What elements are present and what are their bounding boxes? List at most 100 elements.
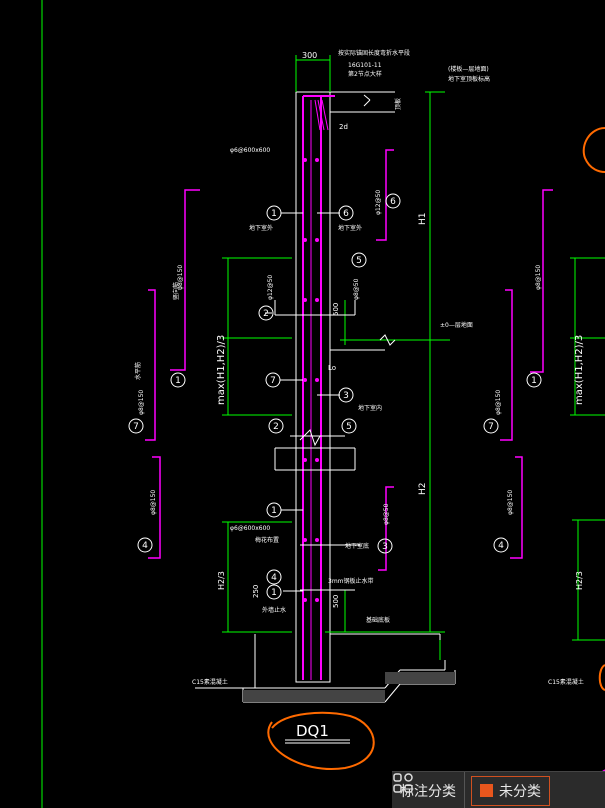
callout-4c xyxy=(493,537,509,553)
callout-3b-text: 3 xyxy=(382,542,388,552)
callout-4a-text: 4 xyxy=(142,541,148,551)
callout-4b xyxy=(266,569,282,585)
rebar-r12d: φ8@50 xyxy=(383,503,390,525)
dim-250: 250 xyxy=(252,585,260,598)
rebar-right-bot: φ8@150 xyxy=(507,490,514,515)
wall-section xyxy=(295,91,395,683)
foundation-label: 基础底板 xyxy=(366,616,390,624)
tie-top: φ6@600x600 xyxy=(230,147,270,154)
dq1-label: DQ1 xyxy=(296,722,329,740)
top-right-note: (楼板—层地面) xyxy=(448,65,489,73)
classify-button[interactable]: 标注分类 xyxy=(392,772,465,808)
dim-h2-3: H2/3 xyxy=(217,571,226,590)
callout-1e-text: 1 xyxy=(531,376,537,386)
dq1-circle-highlight xyxy=(267,711,375,771)
tie-bottom-label: 梅花布置 xyxy=(255,536,279,544)
callout-1d-text: 1 xyxy=(271,588,277,598)
break-symbol xyxy=(379,334,396,346)
callout-2a-text: 2 xyxy=(263,309,269,319)
c15-hatch xyxy=(243,690,385,702)
dim-300: 300 xyxy=(302,51,317,60)
dim-500: 500 xyxy=(332,303,340,316)
rebar-right-mid: φ8@150 xyxy=(495,390,502,415)
callout-7a-text: 7 xyxy=(270,376,276,386)
callout-6a xyxy=(338,205,354,221)
slab-label: 顶板 xyxy=(394,98,402,110)
grid-icon xyxy=(393,773,413,793)
callout-6b xyxy=(385,193,401,209)
category-swatch xyxy=(480,784,493,797)
rebar-left-bot: φ8@150 xyxy=(150,490,157,515)
callout-7c xyxy=(483,418,499,434)
callout-7a xyxy=(265,372,281,388)
break-symbol-2 xyxy=(299,429,321,447)
callout-7b-text: 7 xyxy=(133,422,139,432)
rebar-r12b: φ12@50 xyxy=(267,275,274,300)
rebar-left-mid: φ8@150 xyxy=(138,390,145,415)
basement-floor-label: 地下室底 xyxy=(345,542,369,550)
top-note: 按实际锚固长度弯折水平段 xyxy=(338,49,410,57)
callout-2b-text: 2 xyxy=(273,422,279,432)
callout-3b xyxy=(377,538,393,554)
rebar-lines xyxy=(302,95,335,680)
water-label: 外墙止水 xyxy=(262,606,286,614)
dim-h2-3-right: H2/3 xyxy=(575,571,584,590)
unclassified-label: 未分类 xyxy=(499,783,541,800)
classify-label: 标注分类 xyxy=(400,783,456,800)
tie-bottom: φ6@600x600 xyxy=(230,525,270,532)
basement-in-label: 地下室内 xyxy=(358,404,382,412)
rebar-brackets xyxy=(145,149,553,571)
ground-label: ±0—层地面 xyxy=(440,321,473,329)
c15-hatch-right xyxy=(385,672,455,684)
callout-1c xyxy=(266,502,282,518)
callout-5b-text: 5 xyxy=(346,422,352,432)
callout-4c-text: 4 xyxy=(498,541,504,551)
rebar-left-top: φ8@150 xyxy=(177,265,184,290)
rebar-dots xyxy=(303,158,319,602)
callout-2b xyxy=(268,418,284,434)
top-right-note2: 地下室顶板标高 xyxy=(448,75,490,83)
rebar-r12c: φ8@50 xyxy=(353,278,360,300)
atlas-node: 第2节点大样 xyxy=(348,70,382,78)
callout-1b xyxy=(170,372,186,388)
leader-lines xyxy=(265,212,340,592)
unclassified-button[interactable]: 未分类 xyxy=(471,775,550,806)
callout-4a xyxy=(137,537,153,553)
dim-h1: H1 xyxy=(418,213,428,226)
vert-label: 竖向筋 xyxy=(172,282,180,300)
c15-label: C15素混凝土 xyxy=(192,678,228,686)
callout-5a xyxy=(351,252,367,268)
callout-3a-text: 3 xyxy=(343,391,349,401)
waterproof-label: 3mm钢板止水带 xyxy=(328,577,374,585)
callout-1d xyxy=(266,584,282,600)
callout-7c-text: 7 xyxy=(488,422,494,432)
callout-1a-text: 1 xyxy=(271,209,277,219)
dim-lo: Lo xyxy=(328,364,336,372)
callout-6b-text: 6 xyxy=(390,197,396,207)
callout-1c-text: 1 xyxy=(271,506,277,516)
callout-1a xyxy=(266,205,282,221)
rebar-right-top: φ8@150 xyxy=(535,265,542,290)
callout-circles xyxy=(128,193,542,600)
rebar-r12: φ12@50 xyxy=(375,190,382,215)
annotation-toolbar: 标注分类 未分类 xyxy=(392,771,605,808)
c15-right-label: C15素混凝土 xyxy=(548,678,584,686)
basement-top-label: 地下室外 xyxy=(338,224,362,232)
horiz-label: 水平筋 xyxy=(134,362,142,380)
highlight-marks xyxy=(267,127,605,771)
dim-max-right: max(H1,H2)/3 xyxy=(574,335,585,405)
callout-1e xyxy=(526,372,542,388)
callout-2a xyxy=(258,305,274,321)
right-edge-highlight xyxy=(582,127,605,173)
dim-500b: 500 xyxy=(332,595,340,608)
callout-3a xyxy=(338,387,354,403)
callout-1b-text: 1 xyxy=(175,376,181,386)
detail-lines xyxy=(195,94,456,703)
atlas-ref: 16G101-11 xyxy=(348,62,382,69)
callout-5b xyxy=(341,418,357,434)
dim-max-left: max(H1,H2)/3 xyxy=(216,335,227,405)
callout-6a-text: 6 xyxy=(343,209,349,219)
callout-5a-text: 5 xyxy=(356,256,362,266)
